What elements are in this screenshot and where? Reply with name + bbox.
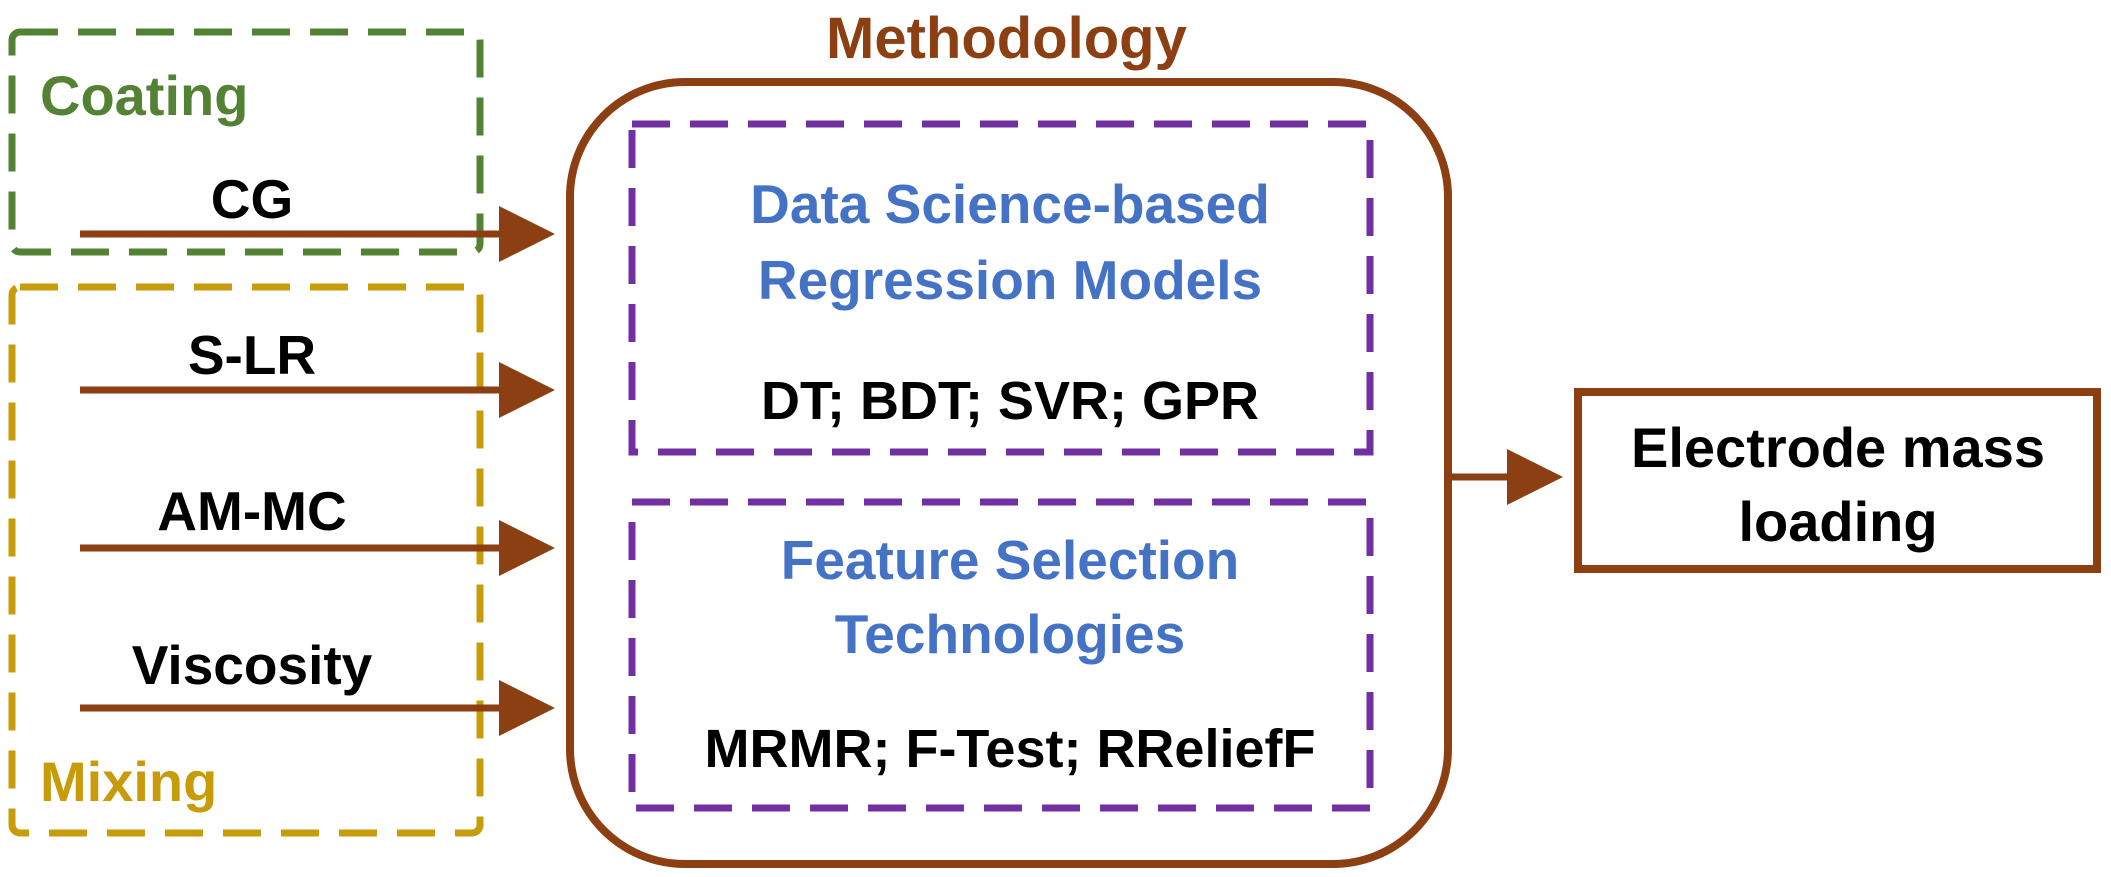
output-box	[1574, 388, 2101, 573]
input-label-cg: CG	[210, 168, 294, 230]
methodology-box	[566, 78, 1452, 868]
feature-selection-box	[628, 498, 1374, 812]
coating-group-box	[8, 28, 484, 256]
regression-methods-list: DT; BDT; SVR; GPR	[761, 371, 1259, 431]
regression-models-box	[628, 120, 1374, 456]
feature-selection-title-line1: Feature Selection	[780, 529, 1240, 591]
regression-models-title-line1: Data Science-based	[750, 173, 1270, 235]
regression-models-title-line2: Regression Models	[757, 249, 1263, 311]
output-label-line2: loading	[1738, 490, 1938, 553]
mixing-group-label: Mixing	[40, 750, 218, 813]
methodology-title: Methodology	[826, 6, 1187, 71]
input-label-s-lr: S-LR	[187, 324, 317, 386]
feature-selection-title-line2: Technologies	[834, 603, 1186, 665]
mixing-group-box	[8, 283, 484, 837]
input-label-am-mc: AM-MC	[157, 480, 347, 542]
coating-group-label: Coating	[40, 64, 249, 127]
feature-selection-methods-list: MRMR; F-Test; RReliefF	[704, 719, 1316, 779]
input-label-viscosity: Viscosity	[131, 634, 373, 696]
output-label-line1: Electrode mass	[1631, 416, 2045, 479]
